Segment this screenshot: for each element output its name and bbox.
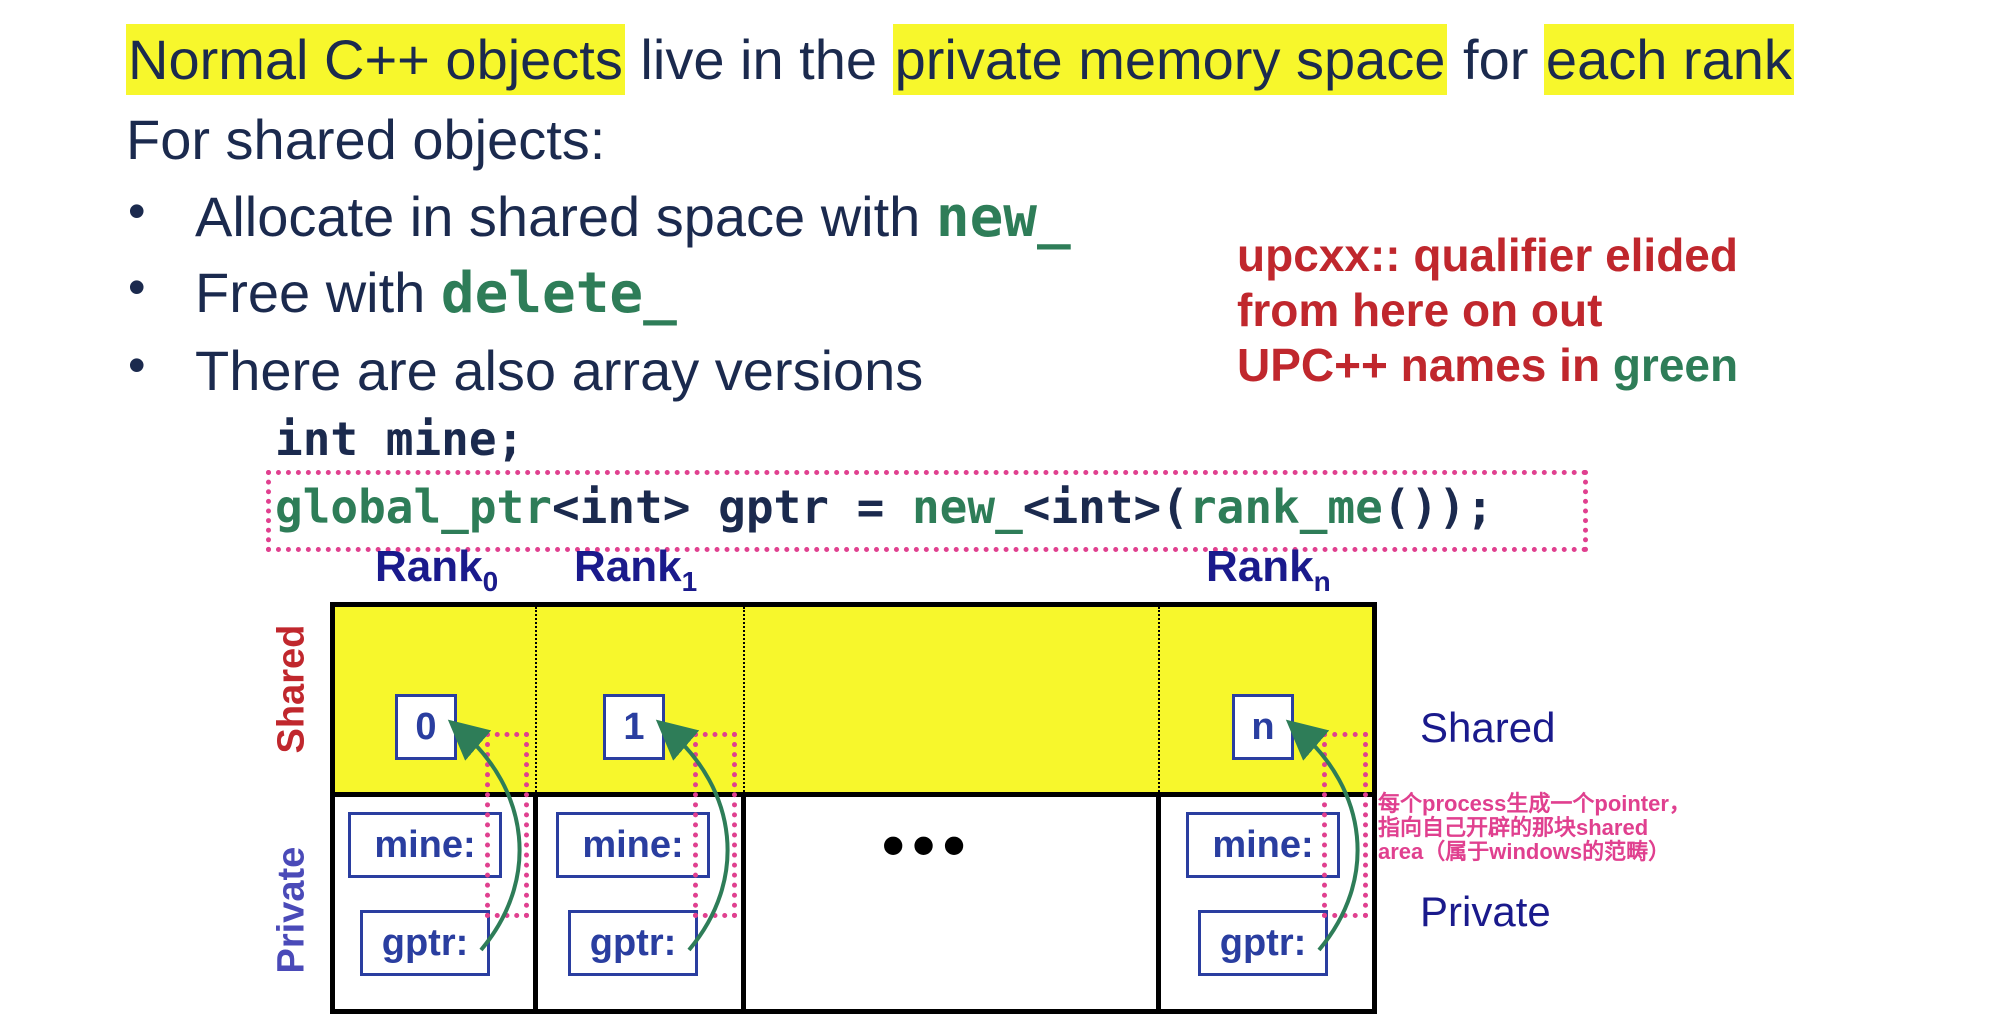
rank-label-1: Rank1 [574, 542, 697, 598]
mine-box-n: mine: [1186, 812, 1340, 878]
pointer-highlight-1 [693, 732, 737, 918]
side-label-private: Private [1420, 888, 1551, 935]
arrow-gptr-n [1285, 719, 1360, 952]
code-template: <int>( [1022, 480, 1189, 534]
bullet-3-text: There are also array versions [195, 339, 924, 402]
bullet-dot-2: • [128, 259, 146, 315]
mine-box-1: mine: [556, 812, 710, 878]
bullet-2: Free with delete_ [195, 260, 677, 326]
annotation-line-1: 每个process生成一个pointer， [1378, 791, 1691, 816]
note-line-3: UPC++ names in green [1237, 338, 1738, 392]
rank-label-n: Rankn [1206, 542, 1331, 598]
headline-text-2: for [1447, 28, 1544, 91]
note-line-1: upcxx:: qualifier elided [1237, 229, 1738, 281]
ellipsis: ••• [882, 809, 974, 881]
note-line-3-prefix: UPC++ names in [1237, 339, 1613, 391]
memory-grid-border [330, 602, 1377, 1014]
bullet-3: There are also array versions [195, 338, 923, 403]
headline-highlight-2: private memory space [892, 24, 1448, 95]
shared-value-n: n [1232, 694, 1294, 760]
shared-col-divider-1 [535, 607, 537, 792]
gptr-box-n: gptr: [1198, 910, 1328, 976]
private-col-divider-2 [741, 797, 746, 1009]
rank-1-name: Rank [574, 542, 682, 591]
subheading: For shared objects: [126, 108, 606, 171]
bullet-2-text: Free with [195, 261, 441, 324]
side-label-shared: Shared [1420, 704, 1556, 751]
code-close: ()); [1382, 480, 1494, 534]
gptr-box-1: gptr: [568, 910, 698, 976]
rank-0-sub: 0 [482, 565, 499, 597]
shared-col-divider-2 [743, 607, 745, 792]
shared-value-1: 1 [603, 694, 665, 760]
rank-label-0: Rank0 [375, 542, 498, 598]
headline-highlight-3: each rank [1543, 24, 1794, 95]
shared-private-divider [330, 792, 1377, 797]
arrow-gptr-0 [447, 719, 522, 952]
note-line-3-green: green [1612, 339, 1739, 391]
rank-n-name: Rank [1206, 542, 1314, 591]
axis-private: Private [270, 846, 313, 974]
arrow-gptr-1 [655, 719, 730, 952]
rank-0-name: Rank [375, 542, 483, 591]
bullet-1-code: new_ [935, 185, 1071, 250]
rank-1-sub: 1 [681, 565, 698, 597]
code-highlight-box [266, 470, 1588, 552]
annotation-line-2: 指向自己开辟的那块shared [1378, 815, 1649, 840]
pointer-highlight-n [1322, 732, 1368, 918]
bullet-1: Allocate in shared space with new_ [195, 184, 1071, 250]
shared-memory-region [332, 604, 1372, 792]
code-line-2: global_ptr<int> gptr = new_<int>(rank_me… [275, 480, 1494, 534]
mine-box-0: mine: [348, 812, 502, 878]
axis-shared: Shared [270, 624, 313, 754]
shared-col-divider-3 [1158, 607, 1160, 792]
headline: Normal C++ objects live in the private m… [126, 24, 1794, 95]
private-col-divider-3 [1156, 797, 1161, 1009]
note-line-2: from here on out [1237, 284, 1603, 336]
gptr-box-0: gptr: [360, 910, 490, 976]
code-global-ptr: global_ptr [275, 480, 552, 534]
bullet-1-text: Allocate in shared space with [195, 185, 936, 248]
shared-value-0: 0 [395, 694, 457, 760]
headline-highlight-1: Normal C++ objects [126, 24, 625, 95]
code-rank-me: rank_me [1188, 480, 1383, 534]
bullet-2-code: delete_ [440, 261, 677, 326]
pointer-highlight-0 [485, 732, 529, 918]
annotation-line-3: area（属于windows的范畴） [1378, 839, 1671, 864]
code-line-1: int mine; [275, 412, 525, 466]
private-col-divider-1 [533, 797, 538, 1012]
code-new: new_ [911, 480, 1023, 534]
bullet-dot-3: • [128, 337, 146, 393]
bullet-dot-1: • [128, 183, 146, 239]
code-decl: <int> gptr = [551, 480, 912, 534]
headline-text-1: live in the [624, 28, 893, 91]
rank-n-sub: n [1313, 565, 1331, 597]
